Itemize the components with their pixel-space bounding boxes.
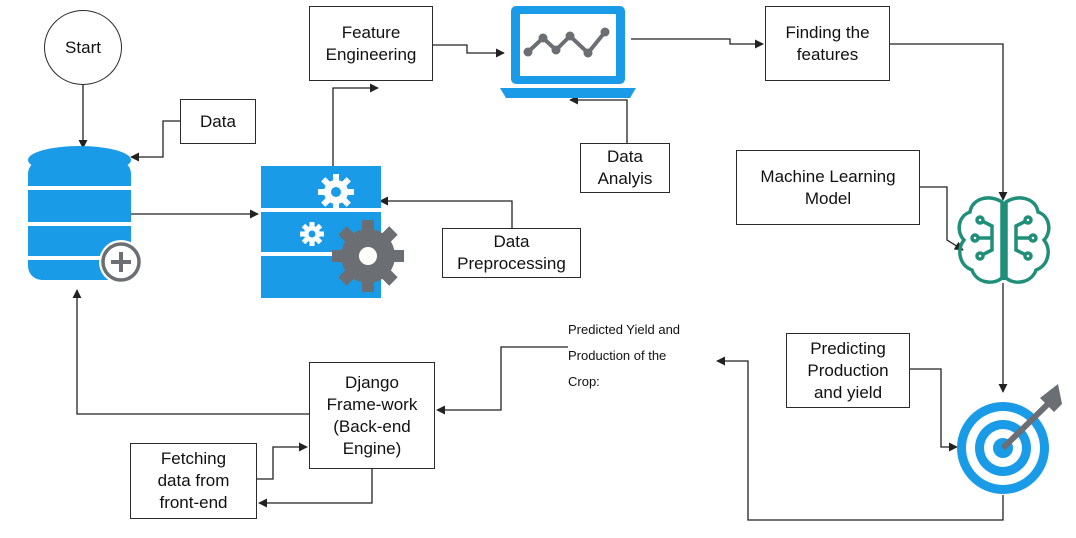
connector-analysis-to-laptop (569, 95, 628, 143)
target-arrow-icon (957, 384, 1062, 494)
connector-finding-to-brain (890, 43, 1008, 201)
connector-django-to-fetch (258, 468, 373, 508)
connector-feature-to-laptop (433, 44, 505, 58)
finding-features-box: Finding the features (765, 6, 890, 81)
connector-dataprep-to-preprocess (379, 196, 513, 228)
data-analysis-box: Data Analyis (580, 143, 670, 193)
connector-target-to-output (716, 356, 1004, 521)
predicted-output-label: Predicted Yield and Production of the Cr… (568, 322, 681, 389)
connector-fetch-to-django (257, 442, 308, 480)
connector-predicting-to-target (910, 368, 958, 452)
ml-model-box: Machine Learning Model (736, 150, 920, 225)
database-add-icon (28, 146, 143, 284)
fetching-data-box: Fetching data from front-end (130, 443, 257, 519)
gears-server-icon (261, 166, 404, 298)
data-box: Data (180, 99, 256, 144)
laptop-chart-icon (500, 6, 636, 98)
connector-data-to-db (130, 120, 180, 162)
django-engine-box: Django Frame-work (Back-end Engine) (309, 362, 435, 469)
ai-brain-circuit-icon (957, 196, 1051, 284)
connector-laptop-to-finding (631, 38, 764, 49)
predicting-box: Predicting Production and yield (786, 333, 910, 408)
connector-django-to-db (72, 289, 309, 415)
data-preprocessing-box: Data Preprocessing (442, 228, 581, 278)
feature-engineering-box: Feature Engineering (309, 6, 433, 81)
connector-ml-to-brain (920, 186, 964, 251)
connector-output-to-django (436, 346, 568, 415)
connector-preprocess-to-feature (332, 83, 379, 166)
start-node: Start (44, 10, 122, 85)
